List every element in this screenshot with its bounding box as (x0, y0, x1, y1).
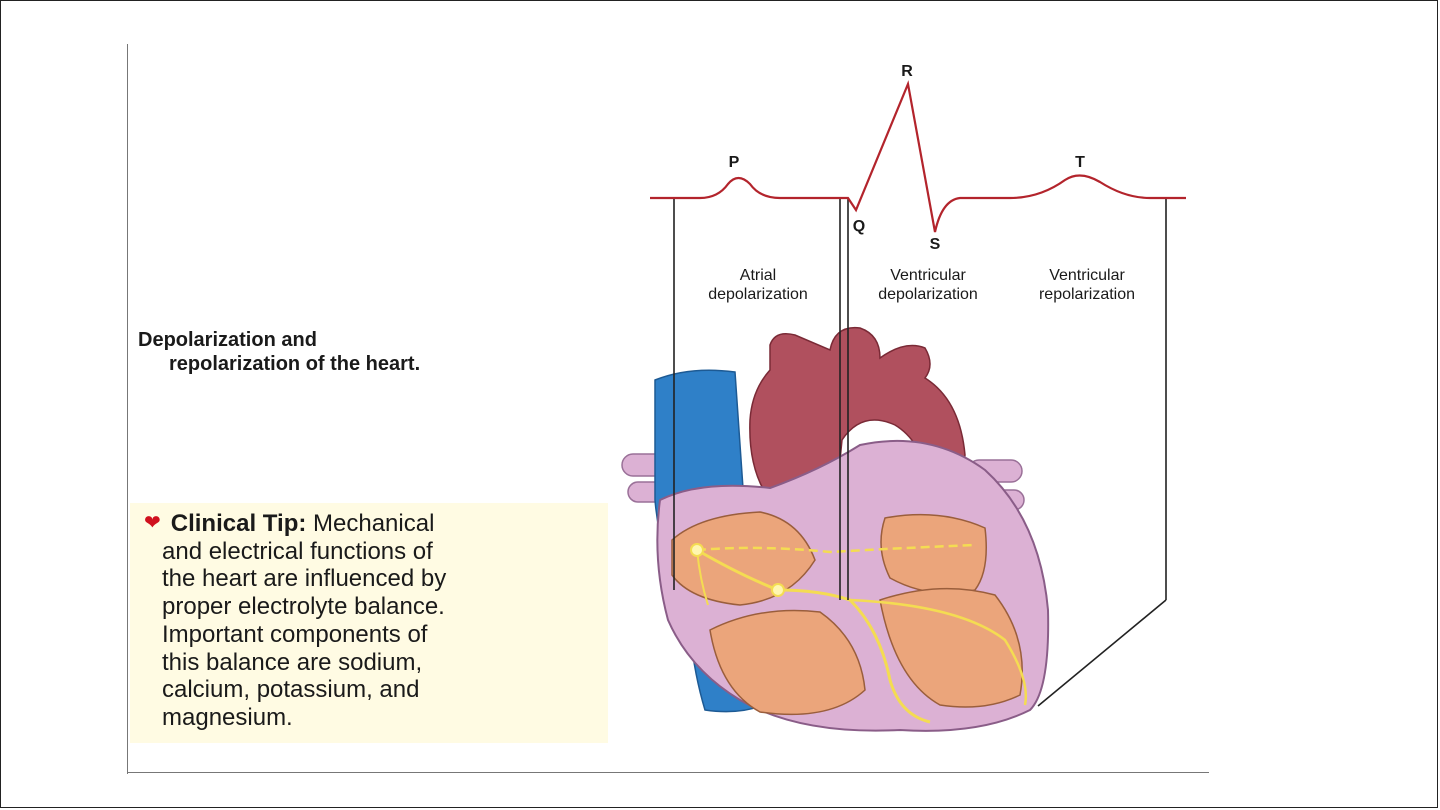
right-ventricle (709, 609, 866, 716)
phase-label: Ventricular (1049, 267, 1125, 284)
left-ventricle (879, 587, 1023, 708)
clinical-tip-line: the heart are influenced by (162, 565, 447, 593)
ecg-trace (650, 80, 1186, 233)
clinical-tip-line: and electrical functions of (162, 537, 433, 565)
phase-label: depolarization (708, 286, 808, 303)
phase-divider-diagonal (1037, 599, 1167, 707)
clinical-tip-box (130, 503, 608, 743)
figure-caption: Depolarization and repolarization of the… (138, 328, 420, 376)
p-wave-label: P (729, 154, 740, 171)
heart-illustration (621, 326, 1050, 732)
clinical-tip-heading: Clinical Tip: (170, 510, 307, 537)
phase-label: depolarization (878, 286, 978, 303)
q-wave-label: Q (853, 218, 865, 235)
s-wave-label: S (930, 236, 941, 253)
interatrial-pathway (696, 543, 976, 554)
phase-label: Ventricular (890, 267, 966, 284)
left-bundle (849, 598, 1027, 706)
phase-label: Atrial (740, 267, 776, 284)
av-node (771, 583, 785, 597)
r-wave-label: R (901, 63, 913, 80)
caption-line-1: Depolarization and (138, 329, 317, 351)
aorta (749, 326, 966, 501)
t-wave-label: T (1075, 154, 1085, 171)
clinical-tip-line: Important components of (162, 620, 428, 648)
sa-node (690, 543, 704, 557)
clinical-tip-line: proper electrolyte balance. (162, 593, 445, 621)
heart-icon: ❤ (144, 512, 161, 534)
clinical-tip-line: magnesium. (162, 703, 293, 731)
clinical-tip-line: Mechanical (313, 510, 435, 537)
clinical-tip-line: this balance are sodium, (162, 648, 423, 676)
clinical-tip-line: calcium, potassium, and (162, 676, 420, 704)
clinical-tip: ❤ Clinical Tip: Mechanical and electrical… (144, 510, 604, 732)
right-atrium (671, 511, 816, 606)
left-rule (127, 44, 128, 774)
bottom-rule (127, 772, 1209, 773)
left-atrium (880, 513, 987, 594)
caption-line-2: repolarization of the heart. (169, 353, 421, 375)
phase-label: repolarization (1039, 286, 1135, 303)
